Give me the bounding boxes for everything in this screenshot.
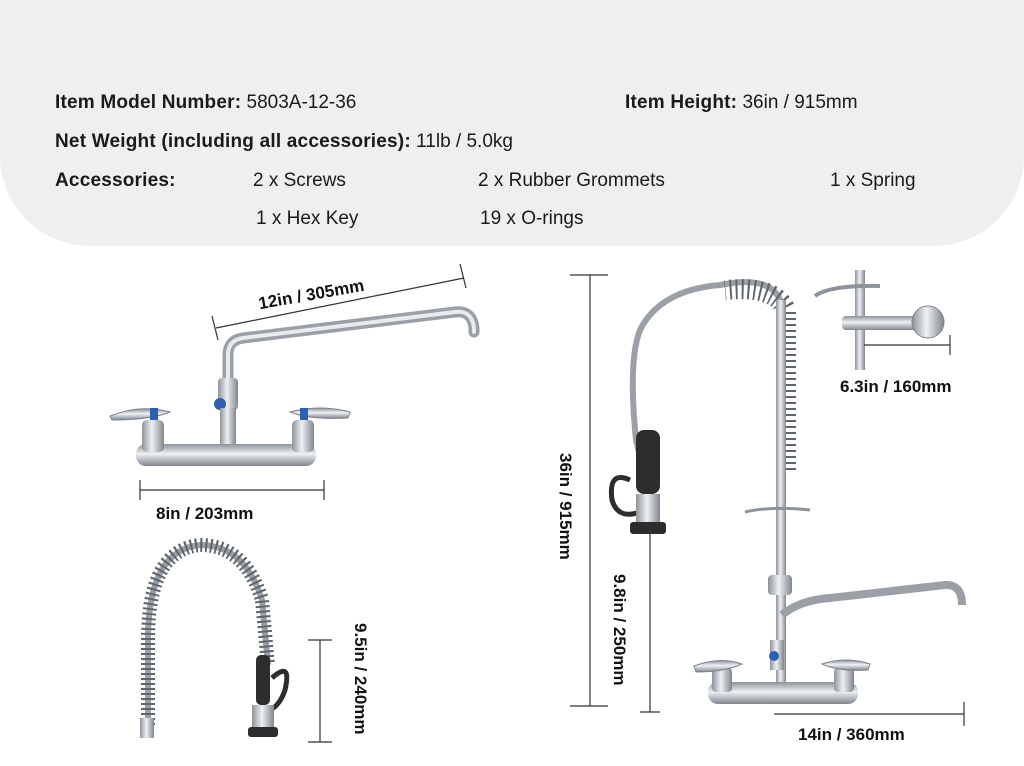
item-height-line: Item Height: 36in / 915mm <box>625 92 858 114</box>
net-weight-value: 11lb / 5.0kg <box>416 131 513 152</box>
base-dimension-line <box>139 480 325 500</box>
item-height-label: Item Height: <box>625 92 738 113</box>
blue-handle-icon <box>214 398 226 410</box>
blue-handle-icon <box>769 651 779 661</box>
model-number-label: Item Model Number: <box>55 92 242 113</box>
accessories-label: Accessories: <box>55 170 176 191</box>
wall-bracket-drawing <box>813 270 945 370</box>
base-width-label: 14in / 360mm <box>798 725 905 744</box>
spec-panel <box>0 0 1024 246</box>
accessory-item: 1 x Hex Key <box>256 208 359 229</box>
model-number-line: Item Model Number: 5803A-12-36 <box>55 92 356 114</box>
accessory-item: 2 x Screws <box>253 170 346 191</box>
spring-height-label: 9.5in / 240mm <box>351 623 370 735</box>
faucet-center-label: 8in / 203mm <box>156 504 254 523</box>
net-weight-label: Net Weight (including all accessories): <box>55 131 411 152</box>
height-dimension-line <box>570 274 608 707</box>
pre-rinse-unit-drawing <box>608 279 966 704</box>
model-number-value: 5803A-12-36 <box>246 92 357 113</box>
red-blue-indicator-icon <box>150 408 158 420</box>
accessory-item: 19 x O-rings <box>480 208 584 229</box>
total-height-label: 36in / 915mm <box>556 453 575 560</box>
accessory-item: 1 x Spring <box>830 170 916 191</box>
hose-height-label: 9.8in / 250mm <box>610 574 629 686</box>
accessories-label-line: Accessories: <box>55 170 176 192</box>
hose-dimension-line <box>640 525 660 713</box>
faucet-drawing <box>109 306 480 466</box>
base-width-dimension-line <box>774 702 965 726</box>
spout-dimension-line <box>211 263 467 341</box>
net-weight-line: Net Weight (including all accessories): … <box>55 131 513 153</box>
bracket-length-label: 6.3in / 160mm <box>840 377 952 396</box>
accessory-item: 2 x Rubber Grommets <box>478 170 665 191</box>
item-height-value: 36in / 915mm <box>742 92 858 113</box>
spring-dimension-line <box>308 639 332 743</box>
spring-hose-drawing <box>140 537 290 738</box>
bracket-dimension-line <box>864 335 951 355</box>
